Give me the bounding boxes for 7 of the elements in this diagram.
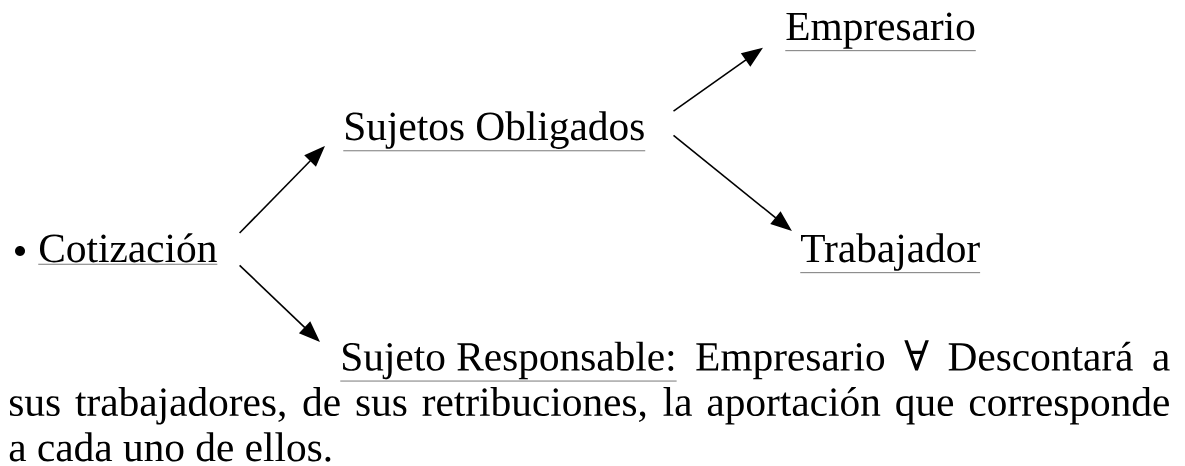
paragraph-text: Sujeto Responsable: Empresario ∀ Descontará a sus trabajadores, de sus retribuciones, la aportación que corresponde a cada uno de ellos. — [9, 340, 1170, 462]
arrow — [238, 264, 320, 342]
underlined-text: Trabajador — [800, 233, 981, 273]
underlined-text: Empresario — [785, 12, 977, 51]
arrow — [672, 134, 792, 231]
underlined-text: Cotización — [38, 233, 218, 265]
underlined-text: Sujetos Obligados — [343, 111, 646, 152]
